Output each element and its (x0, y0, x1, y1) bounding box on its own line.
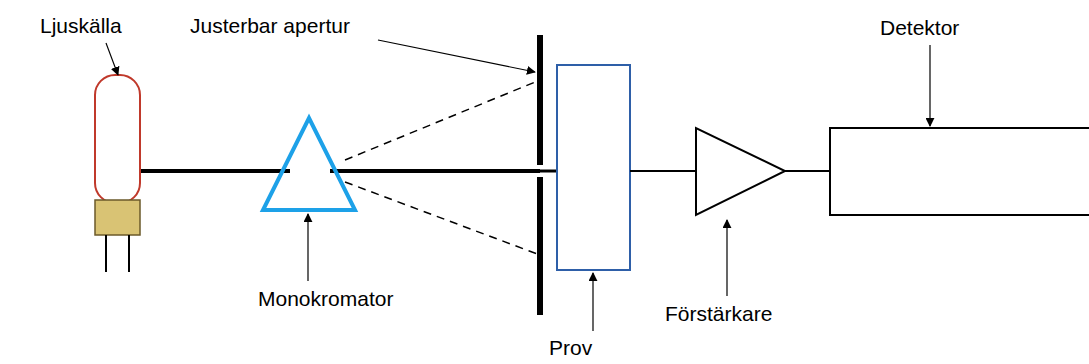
light-beam (540, 170, 557, 173)
part-label: Monokromator (258, 287, 393, 311)
dispersed-beam (345, 80, 540, 160)
part-label: Justerbar apertur (190, 14, 350, 38)
light-beam (330, 169, 540, 173)
part-label: Ljuskälla (40, 14, 122, 38)
lamp-pin (105, 235, 107, 272)
light-beam (140, 169, 290, 173)
signal-wire (785, 170, 830, 172)
lamp-pin (128, 235, 130, 272)
dispersed-beam (345, 182, 540, 255)
detector-box (830, 128, 1089, 215)
sample-cuvette (557, 65, 630, 270)
lamp-bulb (95, 75, 140, 203)
leader-arrow (307, 214, 308, 281)
part-label: Detektor (880, 16, 959, 40)
leader-arrow (106, 43, 118, 75)
part-label: Förstärkare (665, 302, 772, 326)
leader-arrow (726, 220, 727, 296)
leader-arrow (378, 40, 535, 72)
lamp-base (95, 200, 140, 235)
aperture-blade (537, 35, 543, 165)
part-label: Prov (549, 336, 592, 360)
signal-wire (630, 170, 696, 172)
leader-arrow (929, 45, 930, 126)
amplifier-symbol (696, 128, 785, 215)
aperture-blade (537, 177, 543, 315)
monochromator-prism (263, 118, 355, 210)
leader-arrow (592, 273, 593, 331)
